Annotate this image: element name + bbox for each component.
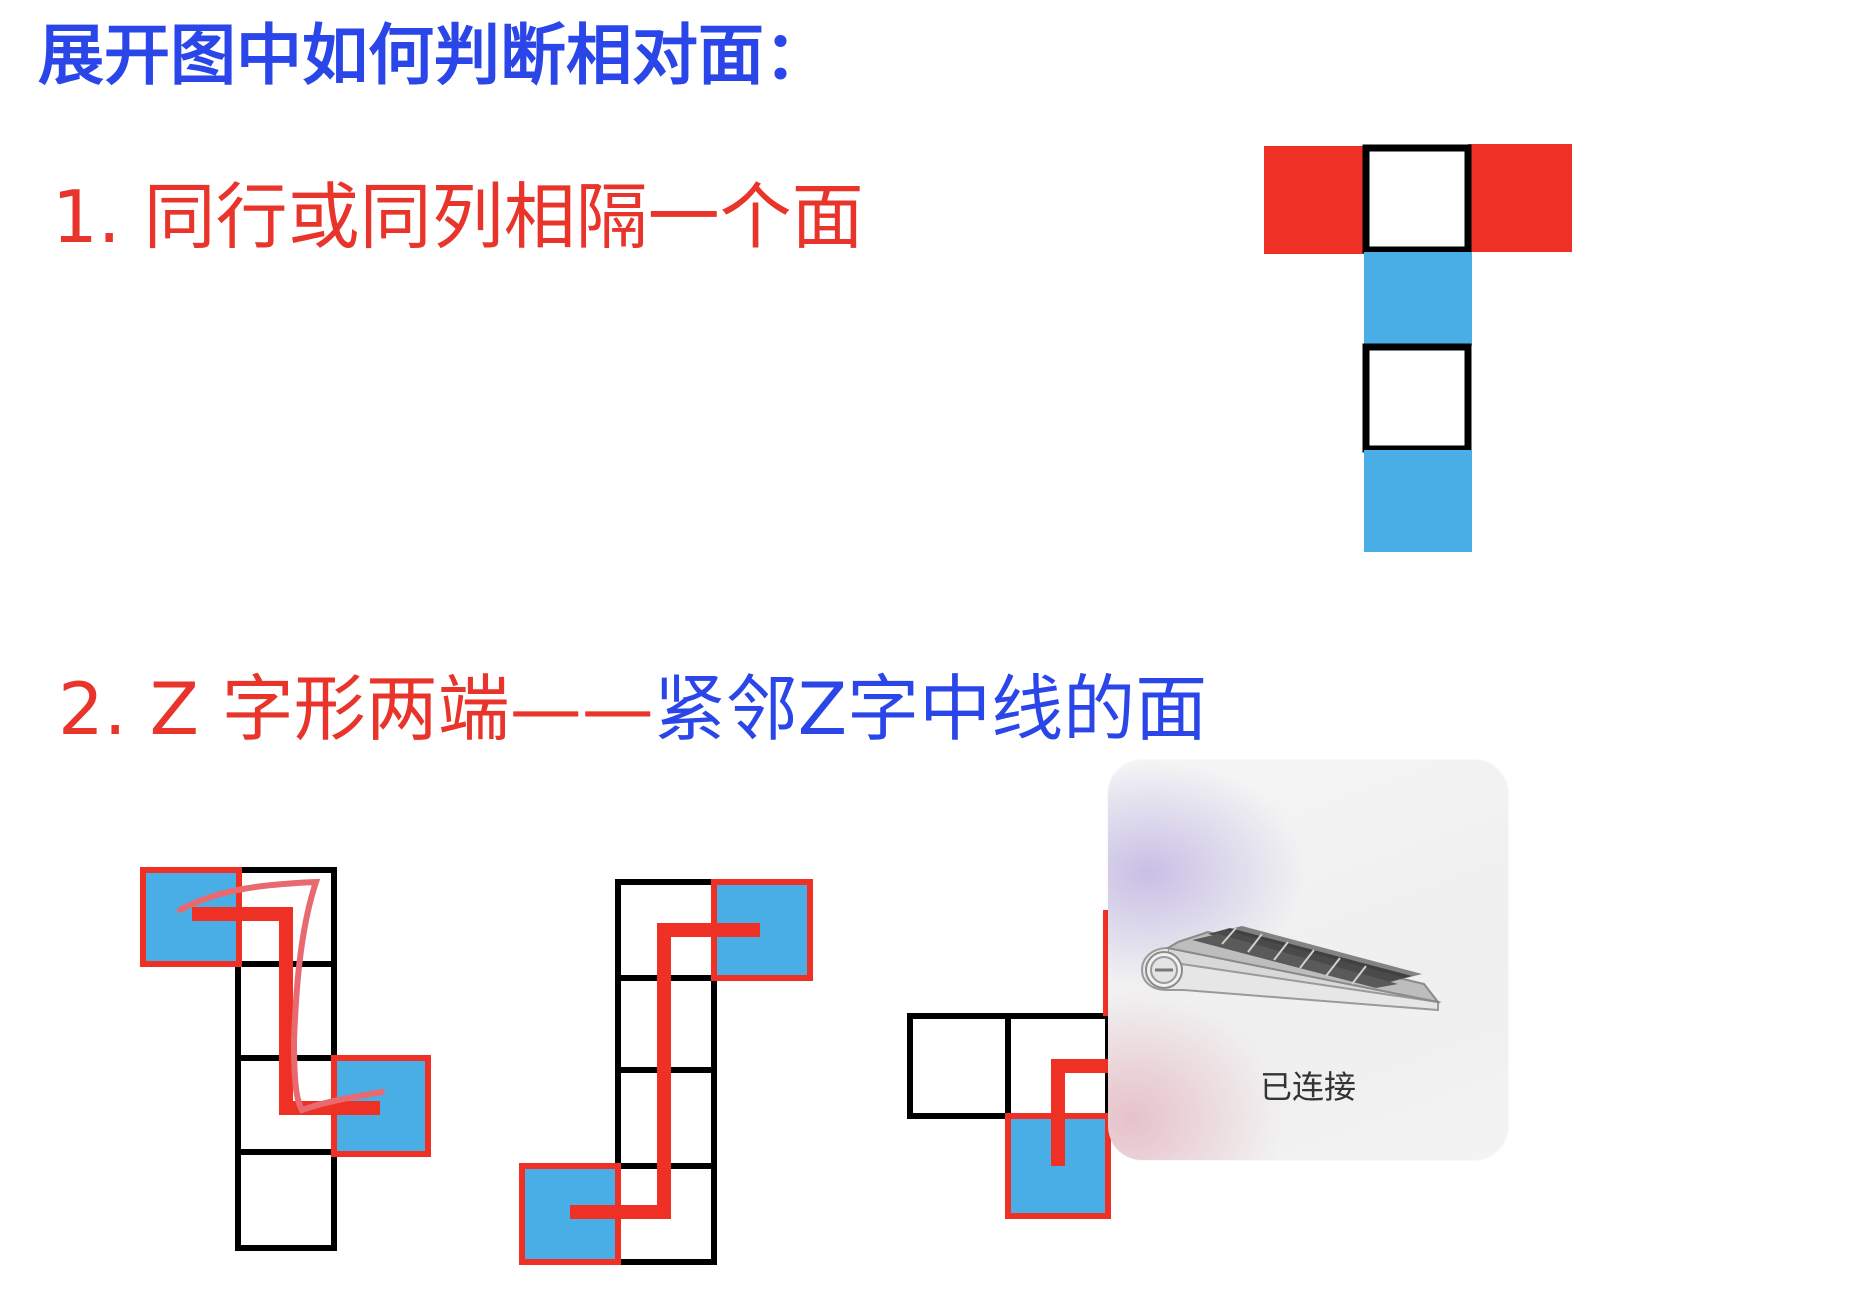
net-face-blue-lower bbox=[1364, 450, 1472, 552]
z-net-2 bbox=[519, 879, 813, 1265]
z-path bbox=[570, 923, 760, 1219]
z-net-1 bbox=[140, 867, 431, 1251]
page-title: 展开图中如何判断相对面： bbox=[38, 17, 830, 94]
net-face-white-middle bbox=[1362, 343, 1472, 453]
keyboard-icon bbox=[1140, 926, 1442, 1012]
rule-z-shape: 2. Z 字形两端——紧邻Z字中线的面 bbox=[58, 664, 1207, 754]
z-net-3 bbox=[907, 910, 1111, 1219]
toast-status-label: 已连接 bbox=[1259, 1068, 1356, 1106]
net-face-white bbox=[235, 1149, 337, 1251]
net-face-white-top bbox=[1362, 144, 1472, 254]
rule-z-shape-label: 2. Z 字形两端—— bbox=[58, 667, 654, 751]
t-shape-net bbox=[1264, 144, 1572, 552]
z-path bbox=[1051, 1059, 1110, 1166]
net-face-blue-upper bbox=[1364, 252, 1472, 346]
rule-same-row-column: 1. 同行或同列相隔一个面 bbox=[52, 175, 864, 259]
z-path bbox=[192, 907, 380, 1115]
net-face-white bbox=[907, 1013, 1011, 1119]
connection-toast: 已连接 bbox=[1108, 760, 1508, 1160]
rule-z-shape-explanation: 紧邻Z字中线的面 bbox=[653, 667, 1208, 751]
hand-drawn-z-stroke bbox=[177, 878, 385, 1114]
net-face-red-left bbox=[1264, 146, 1370, 254]
net-face-red-right bbox=[1468, 144, 1572, 252]
